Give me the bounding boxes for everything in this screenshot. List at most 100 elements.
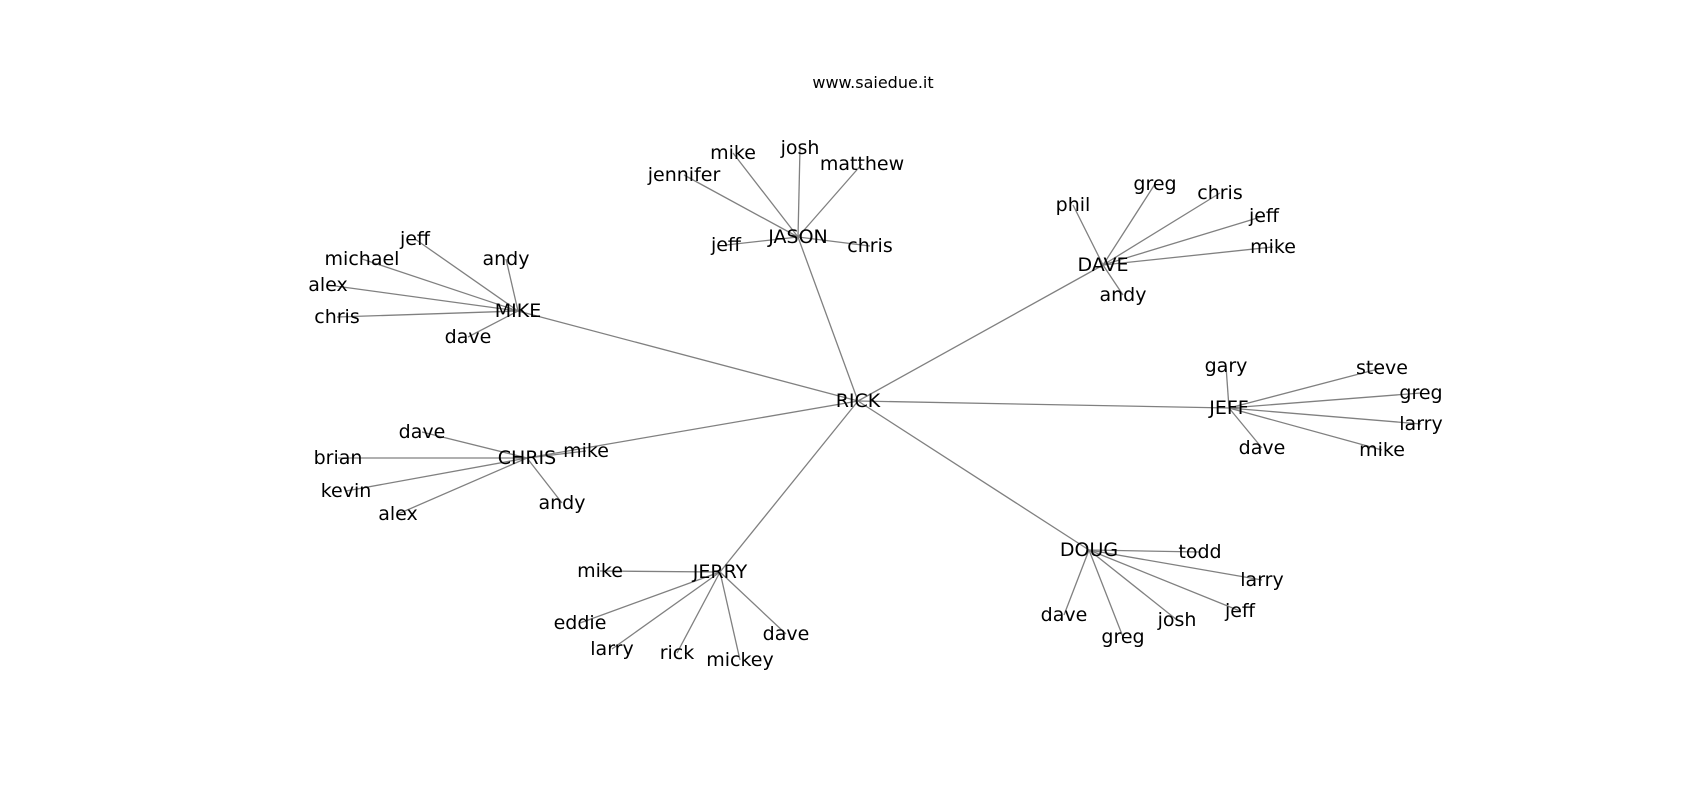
edge-mike-michael: [361, 258, 519, 312]
leaf-node-label: jeff: [399, 228, 431, 250]
leaf-node-label: andy: [483, 248, 530, 270]
hub-node-label: DAVE: [1077, 254, 1128, 276]
leaf-node-label: andy: [1100, 284, 1147, 306]
leaf-node-label: greg: [1101, 626, 1144, 648]
edge-jerry-larry: [611, 571, 721, 650]
leaf-node-label: jeff: [1224, 600, 1256, 622]
edge-mike-jeff: [414, 238, 519, 312]
edge-jason-matthew: [797, 163, 863, 238]
leaf-node-label: jeff: [1248, 205, 1280, 227]
leaf-node-label: rick: [660, 642, 695, 664]
leaf-node-label: larry: [1240, 569, 1283, 591]
edge-jason-josh: [797, 147, 801, 238]
leaf-node-label: matthew: [820, 153, 904, 175]
edge-doug-jeff: [1088, 549, 1241, 612]
edge-doug-larry: [1088, 549, 1263, 581]
edge-chris-dave: [421, 431, 528, 459]
leaf-node-label: alex: [378, 503, 418, 525]
edge-dave-andy: [1102, 264, 1124, 296]
leaf-node-label: todd: [1178, 541, 1221, 563]
edges-layer: [327, 147, 1422, 661]
hub-node-label: JEFF: [1208, 397, 1248, 419]
edge-jason-mike: [732, 152, 799, 238]
edge-mike-alex: [327, 284, 519, 312]
edge-doug-dave: [1063, 549, 1090, 616]
edge-jeff-dave: [1228, 407, 1263, 449]
edge-root-chris: [526, 400, 859, 459]
edge-jeff-gary: [1225, 365, 1230, 409]
leaf-node-label: mike: [563, 440, 609, 462]
edge-jason-chris: [797, 236, 871, 247]
edge-root-mike: [517, 310, 859, 402]
edge-root-dave: [857, 264, 1104, 402]
hub-node-label: MIKE: [495, 300, 541, 322]
leaf-node-label: eddie: [554, 612, 607, 634]
edge-doug-josh: [1088, 549, 1178, 621]
leaf-node-label: michael: [325, 248, 400, 270]
leaf-node-label: josh: [780, 137, 820, 159]
leaf-node-label: jennifer: [647, 164, 721, 186]
leaf-node-label: brian: [314, 447, 363, 469]
edge-chris-andy: [526, 457, 563, 504]
edge-doug-todd: [1088, 549, 1201, 553]
leaf-node-label: dave: [1239, 437, 1286, 459]
leaf-node-label: dave: [763, 623, 810, 645]
leaf-node-label: josh: [1157, 609, 1197, 631]
leaf-node-label: larry: [1399, 413, 1442, 435]
edge-jeff-mike: [1228, 407, 1383, 451]
edge-jason-jennifer: [683, 174, 799, 238]
leaf-node-label: mike: [577, 560, 623, 582]
hub-node-label: CHRIS: [498, 447, 556, 469]
leaf-node-label: mike: [1250, 236, 1296, 258]
edge-jerry-rick: [676, 571, 721, 654]
leaf-node-label: steve: [1356, 357, 1408, 379]
graph-title: www.saiedue.it: [812, 73, 933, 92]
leaf-node-label: kevin: [321, 480, 372, 502]
edge-jerry-mickey: [719, 571, 741, 661]
edge-jason-jeff: [725, 236, 799, 246]
leaf-node-label: phil: [1056, 194, 1091, 216]
hub-node-label: JASON: [767, 226, 828, 248]
leaf-node-label: dave: [445, 326, 492, 348]
edge-dave-jeff: [1102, 215, 1265, 266]
edge-jerry-dave: [719, 571, 787, 635]
edge-root-jeff: [857, 400, 1230, 409]
edge-dave-greg: [1102, 183, 1156, 266]
edge-mike-andy: [505, 258, 519, 312]
edge-doug-greg: [1088, 549, 1124, 638]
leaf-node-label: jeff: [710, 234, 742, 256]
root-node-label: RICK: [836, 390, 881, 412]
leaf-node-label: mickey: [706, 649, 774, 671]
leaf-node-label: chris: [314, 306, 359, 328]
edge-jerry-eddie: [579, 571, 721, 624]
hub-node-label: JERRY: [692, 561, 748, 583]
leaf-node-label: andy: [539, 492, 586, 514]
edge-chris-alex: [397, 457, 528, 515]
leaf-node-label: chris: [1197, 182, 1242, 204]
edge-jeff-larry: [1228, 407, 1422, 425]
edge-chris-kevin: [345, 457, 528, 492]
leaf-node-label: greg: [1399, 382, 1442, 404]
edge-dave-phil: [1072, 204, 1104, 266]
leaf-node-label: dave: [1041, 604, 1088, 626]
leaf-node-label: alex: [308, 274, 348, 296]
edge-root-jerry: [719, 400, 859, 573]
edge-dave-chris: [1102, 192, 1221, 266]
hub-node-label: DOUG: [1060, 539, 1118, 561]
leaf-node-label: larry: [590, 638, 633, 660]
edge-jerry-mike: [599, 570, 721, 573]
edge-root-doug: [857, 400, 1090, 551]
edge-mike-chris: [336, 310, 519, 318]
edge-dave-mike: [1102, 246, 1274, 266]
leaf-node-label: chris: [847, 235, 892, 257]
leaf-node-label: gary: [1205, 355, 1248, 377]
edge-jeff-greg: [1228, 392, 1422, 409]
edge-chris-mike: [526, 450, 587, 459]
leaf-node-label: greg: [1133, 173, 1176, 195]
leaf-node-label: mike: [1359, 439, 1405, 461]
edge-jeff-steve: [1228, 367, 1383, 409]
edge-mike-dave: [467, 310, 519, 338]
leaf-node-label: mike: [710, 142, 756, 164]
